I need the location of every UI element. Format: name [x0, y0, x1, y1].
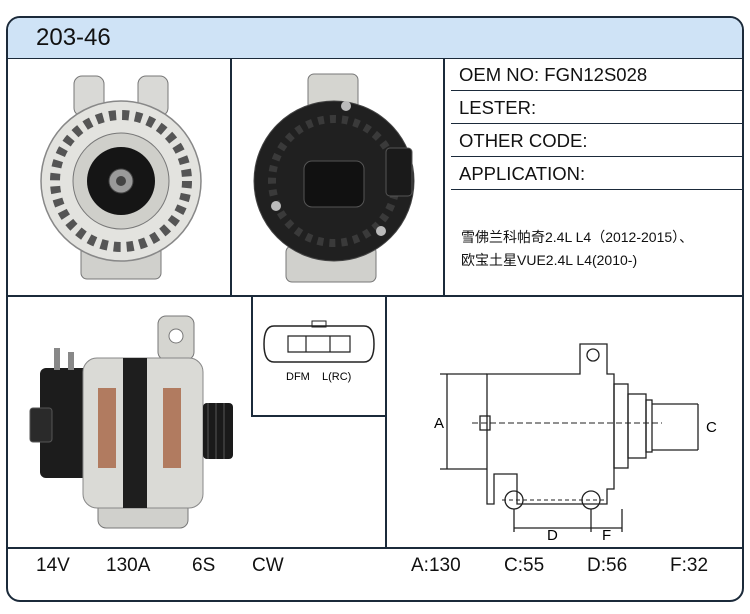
connector-diagram: DFM L(RC) [263, 320, 375, 383]
dimension-a: A:130 [411, 555, 461, 576]
dim-label-a: A [434, 415, 444, 432]
dimension-f: F:32 [670, 555, 709, 576]
spec-current: 130A [106, 555, 151, 576]
connector-pin-dfm: DFM [286, 371, 310, 383]
dim-label-d: D [547, 527, 558, 544]
part-number-title: 203-46 [36, 24, 111, 51]
spec-rotation: CW [252, 555, 284, 576]
divider [230, 58, 232, 296]
divider [443, 58, 445, 296]
dimension-c: C:55 [504, 555, 545, 576]
product-sheet: 203-46 OEM NO: FGN12S028 LESTER: OTHER C… [6, 16, 744, 602]
other-code: OTHER CODE: [451, 124, 742, 157]
header-bar: 203-46 [8, 18, 742, 59]
alternator-side-view [29, 315, 233, 529]
spec-pulley: 6S [192, 555, 216, 576]
oem-number: OEM NO: FGN12S028 [451, 58, 742, 91]
alternator-front-view [40, 75, 202, 280]
application-line-2: 欧宝土星VUE2.4L L4(2010-) [461, 252, 638, 268]
dimension-drawing: A C D F [434, 343, 717, 544]
application-label: APPLICATION: [451, 157, 742, 190]
divider [251, 296, 253, 416]
connector-pin-l: L(RC) [322, 371, 351, 383]
alternator-rear-view [253, 73, 415, 283]
dimension-d: D:56 [587, 555, 628, 576]
divider [385, 296, 387, 548]
application-text: 雪佛兰科帕奇2.4L L4（2012-2015）、 欧宝土星VUE2.4L L4… [461, 226, 742, 272]
divider [251, 415, 386, 417]
spec-voltage: 14V [36, 555, 70, 576]
divider [8, 295, 742, 297]
divider [8, 547, 742, 549]
dim-label-c: C [706, 419, 717, 436]
application-line-1: 雪佛兰科帕奇2.4L L4（2012-2015）、 [461, 229, 694, 245]
lester-code: LESTER: [451, 91, 742, 124]
dim-label-f: F [602, 527, 611, 544]
